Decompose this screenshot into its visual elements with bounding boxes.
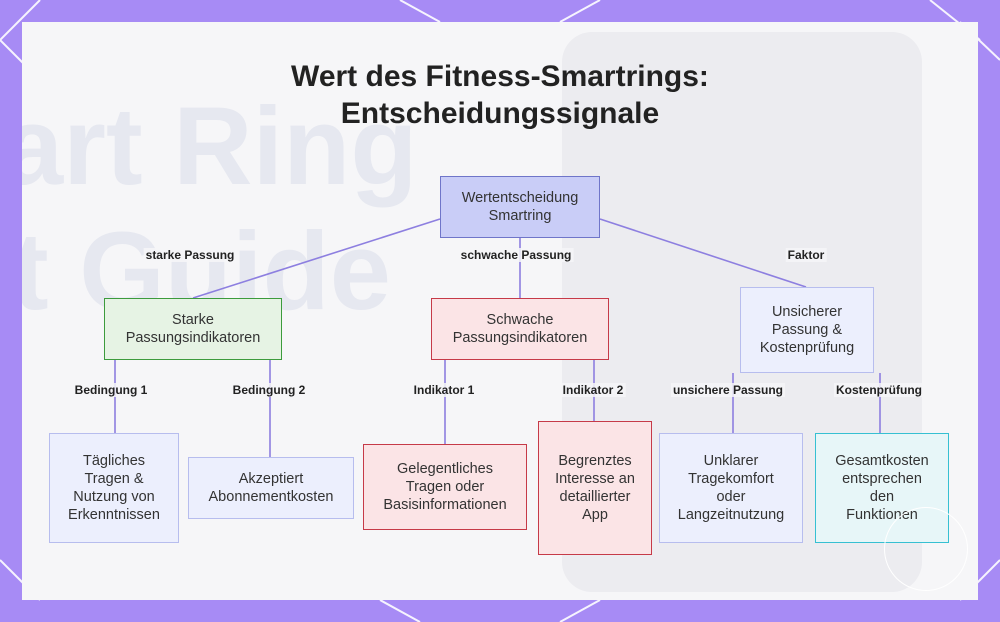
edge-label-weak: schwache Passung [458, 248, 574, 262]
background-watermark-line1: art Ring [22, 85, 418, 208]
edge-label-costcheck: Kostenprüfung [834, 383, 924, 397]
subscription-node: Akzeptiert Abonnementkosten [188, 457, 354, 519]
root-node: Wertentscheidung Smartring [440, 176, 600, 238]
daily-use-node: Tägliches Tragen & Nutzung von Erkenntni… [49, 433, 179, 543]
edge-label-strong: starke Passung [143, 248, 237, 262]
title-line1: Wert des Fitness-Smartrings: [291, 60, 709, 93]
edge-label-ind1: Indikator 1 [411, 383, 477, 397]
corner-badge-circle [884, 507, 968, 591]
edge-root-uncertain [599, 218, 807, 288]
diagram-title: Wert des Fitness-Smartrings: Entscheidun… [0, 58, 1000, 132]
weak-fit-node: Schwache Passungsindikatoren [431, 298, 609, 360]
edge-root-strong [192, 218, 441, 299]
occasional-use-node: Gelegentliches Tragen oder Basisinformat… [363, 444, 527, 530]
title-line2: Entscheidungssignale [340, 97, 660, 130]
uncertain-fit-node: Unsicherer Passung & Kostenprüfung [740, 287, 874, 373]
edge-label-cond1: Bedingung 1 [72, 383, 150, 397]
edge-label-cond2: Bedingung 2 [230, 383, 308, 397]
comfort-node: Unklarer Tragekomfort oder Langzeitnutzu… [659, 433, 803, 543]
limited-interest-node: Begrenztes Interesse an detaillierter Ap… [538, 421, 652, 555]
edge-label-factor: Faktor [785, 248, 827, 262]
edge-label-ind2: Indikator 2 [560, 383, 626, 397]
edge-label-unsure: unsichere Passung [670, 383, 786, 397]
strong-fit-node: Starke Passungsindikatoren [104, 298, 282, 360]
